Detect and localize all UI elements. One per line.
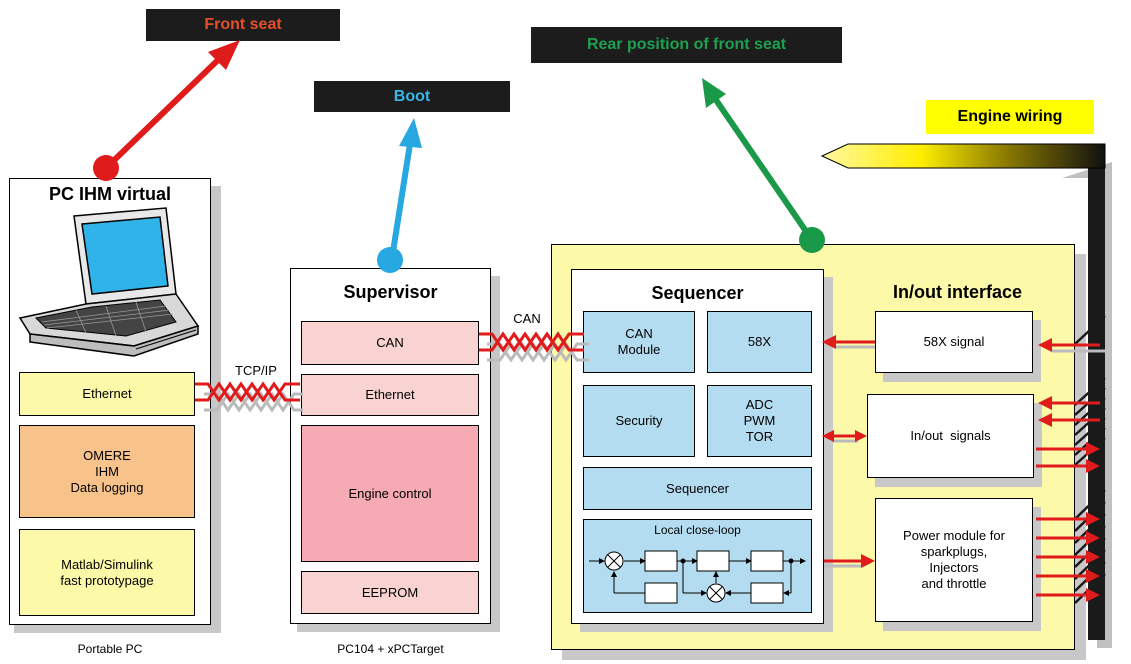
engine-wiring-cable (820, 143, 1112, 648)
omere-box: OMERE IHM Data logging (19, 425, 195, 518)
adc-line: ADC (745, 397, 774, 412)
boot-banner: Boot (314, 81, 510, 112)
front-seat-label: Front seat (204, 16, 282, 33)
signal-58x-box: 58X signal (875, 311, 1033, 373)
security-label: Security (615, 413, 663, 428)
supervisor-title: Supervisor (343, 282, 438, 302)
inout-signals-label: In/out signals (910, 428, 991, 443)
boot-label: Boot (393, 87, 431, 105)
can-module-line-1: CAN (625, 326, 653, 341)
rear-position-banner: Rear position of front seat (531, 27, 842, 63)
sequencer-title: Sequencer (651, 283, 744, 303)
omere-line-1: OMERE (83, 447, 131, 463)
engine-control-label: Engine control (348, 485, 432, 501)
matlab-line-1: Matlab/Simulink (61, 556, 153, 572)
io-title: In/out interface (892, 282, 1022, 302)
can-module-line-2: Module (617, 342, 661, 357)
omere-line-2: IHM (95, 463, 119, 479)
pc-ethernet-label: Ethernet (82, 386, 132, 401)
rear-position-label: Rear position of front seat (586, 36, 787, 53)
pwm-line: PWM (743, 413, 776, 428)
tcpip-link (195, 381, 303, 413)
power-line-1: Power module for (903, 528, 1005, 543)
inout-signals-box: In/out signals (867, 394, 1034, 478)
engine-wiring-label: Engine wiring (957, 108, 1063, 125)
eeprom-box: EEPROM (301, 571, 479, 614)
tor-line: TOR (745, 429, 774, 444)
internal-arrows (822, 335, 875, 568)
sequencer-block-box: Sequencer (583, 467, 812, 510)
external-arrows (1036, 338, 1105, 602)
front-seat-banner: Front seat (146, 9, 340, 41)
supervisor-can-label: CAN (376, 335, 404, 350)
control-loop-diagram (589, 550, 806, 604)
boot-arrow (377, 118, 422, 273)
pc-ethernet-box: Ethernet (19, 372, 195, 416)
signal-58x-label: 58X signal (923, 334, 985, 349)
power-line-4: and throttle (921, 576, 987, 591)
x58-box: 58X (707, 311, 812, 373)
power-line-2: sparkplugs, (920, 544, 988, 559)
eeprom-label: EEPROM (361, 584, 419, 600)
power-module-box: Power module for sparkplugs, Injectors a… (875, 498, 1033, 622)
local-loop-label: Local close-loop (654, 523, 741, 537)
rear-position-arrow (702, 78, 825, 253)
sequencer-block-label: Sequencer (666, 480, 729, 496)
adc-pwm-tor-box: ADC PWM TOR (707, 385, 812, 457)
matlab-box: Matlab/Simulink fast prototypage (19, 529, 195, 616)
can-link (479, 331, 589, 363)
can-module-box: CAN Module (583, 311, 695, 373)
pc-title: PC IHM virtual (48, 184, 172, 204)
can-link-label: CAN (513, 311, 541, 326)
supervisor-caption: PC104 + xPCTarget (337, 642, 444, 656)
pc-caption: Portable PC (77, 642, 143, 656)
matlab-line-2: fast prototypage (60, 572, 154, 588)
x58-label: 58X (747, 334, 772, 349)
front-seat-arrow (93, 40, 240, 181)
laptop-icon (18, 207, 200, 357)
supervisor-ethernet-box: Ethernet (301, 374, 479, 416)
engine-control-box: Engine control (301, 425, 479, 562)
supervisor-can-box: CAN (301, 321, 479, 365)
engine-wiring-banner: Engine wiring (926, 100, 1094, 134)
supervisor-ethernet-label: Ethernet (365, 387, 415, 402)
omere-line-3: Data logging (70, 479, 144, 495)
power-line-3: Injectors (929, 560, 979, 575)
tcpip-label: TCP/IP (235, 363, 277, 378)
security-box: Security (583, 385, 695, 457)
